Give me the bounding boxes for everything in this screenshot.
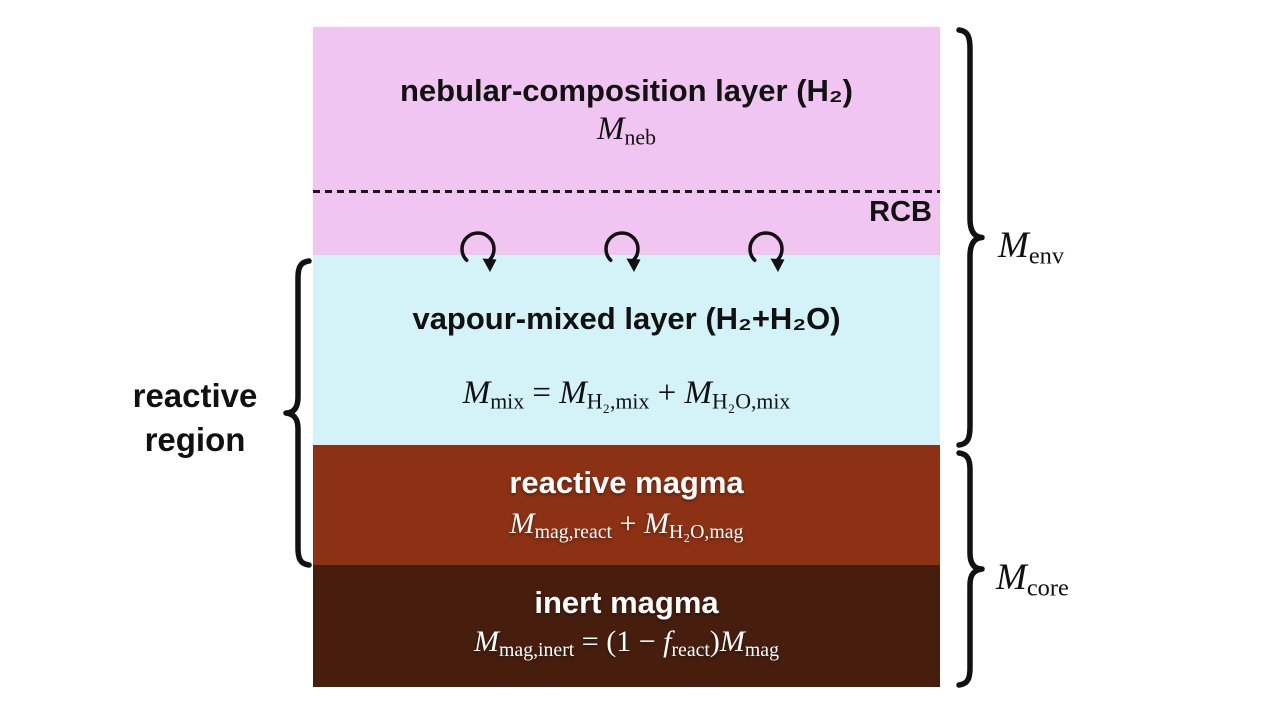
envelope-brace (956, 27, 985, 448)
layer-inert-magma: inert magma Mmag,inert = (1 − freact)Mma… (313, 565, 940, 687)
nebular-layer-title: nebular-composition layer (H₂) (400, 73, 853, 108)
rcb-boundary-line (313, 190, 940, 193)
vapour-layer-title: vapour-mixed layer (H₂+H₂O) (412, 301, 841, 336)
nebular-mass-equation: Mneb (597, 111, 656, 150)
core-brace (956, 450, 985, 688)
inert-magma-equation: Mmag,inert = (1 − freact)Mmag (474, 625, 779, 662)
reactive-magma-title: reactive magma (509, 465, 744, 500)
layer-reactive-magma: reactive magma Mmag,react + MH₂O,mag (313, 445, 940, 565)
reactive-region-brace (283, 258, 312, 568)
core-mass-label: Mcore (996, 557, 1069, 602)
layer-nebular: nebular-composition layer (H₂) Mneb RCB (313, 27, 940, 255)
reactive-magma-equation: Mmag,react + MH₂O,mag (509, 507, 744, 544)
circulation-arrow-icon (604, 231, 641, 272)
circulation-arrow-icon (460, 231, 497, 272)
rcb-label: RCB (869, 196, 932, 228)
circulation-arrow-icon (748, 231, 785, 272)
inert-magma-title: inert magma (534, 585, 719, 620)
vapour-mass-equation: Mmix = MH₂,mix + MH₂O,mix (462, 375, 791, 414)
reactive-region-label: reactive region (132, 377, 258, 458)
envelope-mass-label: Menv (998, 225, 1065, 270)
layer-vapour-mixed: vapour-mixed layer (H₂+H₂O) Mmix = MH₂,m… (313, 255, 940, 445)
